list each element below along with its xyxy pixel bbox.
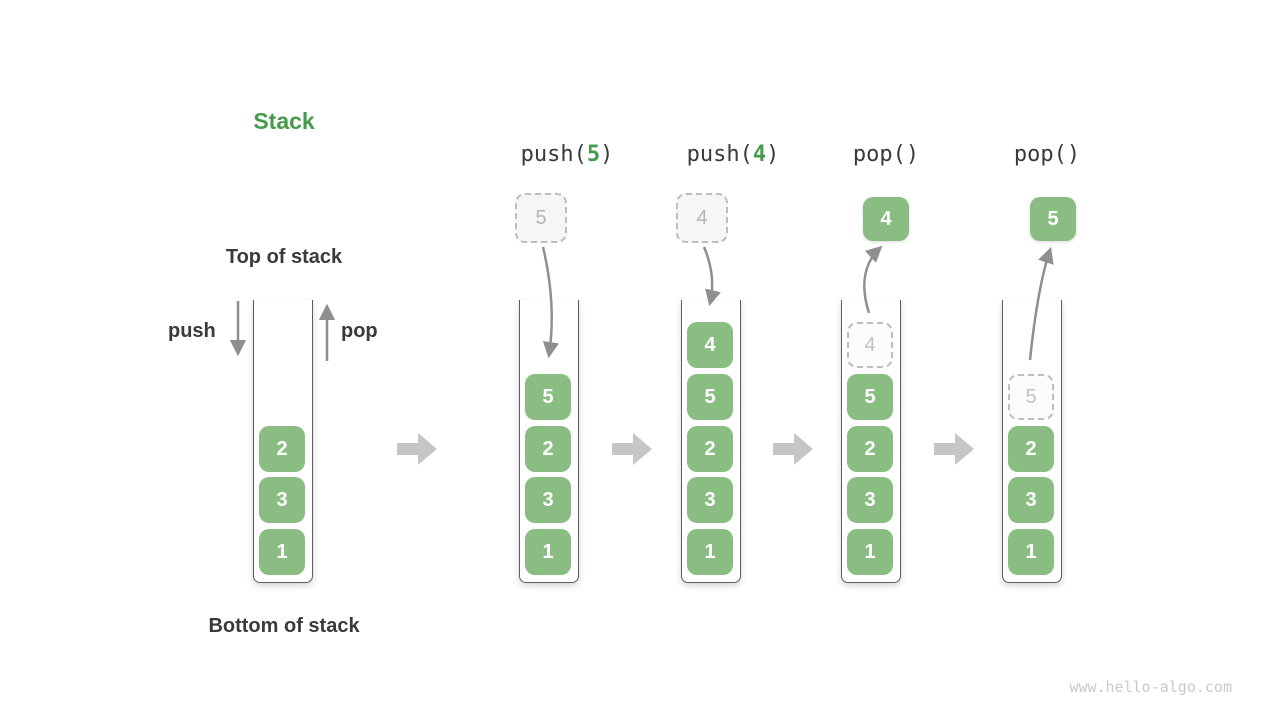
- op-arg: 5: [586, 142, 601, 167]
- step-arrow-icon: [612, 433, 652, 465]
- stack-cell: 3: [525, 477, 571, 523]
- incoming-value-box: 5: [515, 193, 567, 243]
- stack-cell: 3: [847, 477, 893, 523]
- stack-cell: 1: [1008, 529, 1054, 575]
- step-arrow-icon: [773, 433, 813, 465]
- step-arrow-icon: [934, 433, 974, 465]
- top-of-stack-label: Top of stack: [225, 246, 343, 268]
- stack-container-5: 5 2 3 1: [1002, 300, 1062, 583]
- stack-cell: 2: [847, 426, 893, 472]
- pop-label: pop: [341, 320, 378, 342]
- popped-value-box: 4: [863, 197, 909, 241]
- operation-label-pop-1: pop(): [796, 142, 976, 167]
- stack-cell: 1: [525, 529, 571, 575]
- stack-cell: 2: [525, 426, 571, 472]
- diagram-title: Stack: [253, 108, 315, 134]
- stack-container-4: 4 5 2 3 1: [841, 300, 901, 583]
- bottom-of-stack-label: Bottom of stack: [208, 615, 360, 637]
- operation-label-push5: push(5): [477, 142, 657, 167]
- op-arg: 4: [752, 142, 767, 167]
- op-text: push(: [686, 142, 753, 167]
- stack-cell: 5: [687, 374, 733, 420]
- step-arrow-icon: [397, 433, 437, 465]
- op-text: pop(): [852, 142, 920, 167]
- op-text: ): [766, 142, 780, 167]
- incoming-value-box: 4: [676, 193, 728, 243]
- stack-cell: 4: [687, 322, 733, 368]
- stack-cell: 1: [847, 529, 893, 575]
- stack-cell: 1: [687, 529, 733, 575]
- ghost-cell: 5: [1008, 374, 1054, 420]
- stack-cell: 5: [525, 374, 571, 420]
- stack-cell: 2: [687, 426, 733, 472]
- push-curve-arrow: [702, 246, 721, 307]
- stack-container-2: 5 2 3 1: [519, 300, 579, 583]
- stack-cell: 2: [1008, 426, 1054, 472]
- op-text: push(: [520, 142, 587, 167]
- op-text: ): [600, 142, 614, 167]
- stack-cell: 3: [259, 477, 305, 523]
- watermark: www.hello-algo.com: [1069, 678, 1232, 696]
- operation-label-pop-2: pop(): [957, 142, 1137, 167]
- popped-value-box: 5: [1030, 197, 1076, 241]
- stack-cell: 1: [259, 529, 305, 575]
- stack-container-3: 4 5 2 3 1: [681, 300, 741, 583]
- stack-cell: 2: [259, 426, 305, 472]
- stack-container-1: 2 3 1: [253, 300, 313, 583]
- push-label: push: [168, 320, 216, 342]
- operation-label-push4: push(4): [643, 142, 823, 167]
- stack-cell: 3: [1008, 477, 1054, 523]
- stack-cell: 5: [847, 374, 893, 420]
- op-text: pop(): [1013, 142, 1081, 167]
- ghost-cell: 4: [847, 322, 893, 368]
- stack-cell: 3: [687, 477, 733, 523]
